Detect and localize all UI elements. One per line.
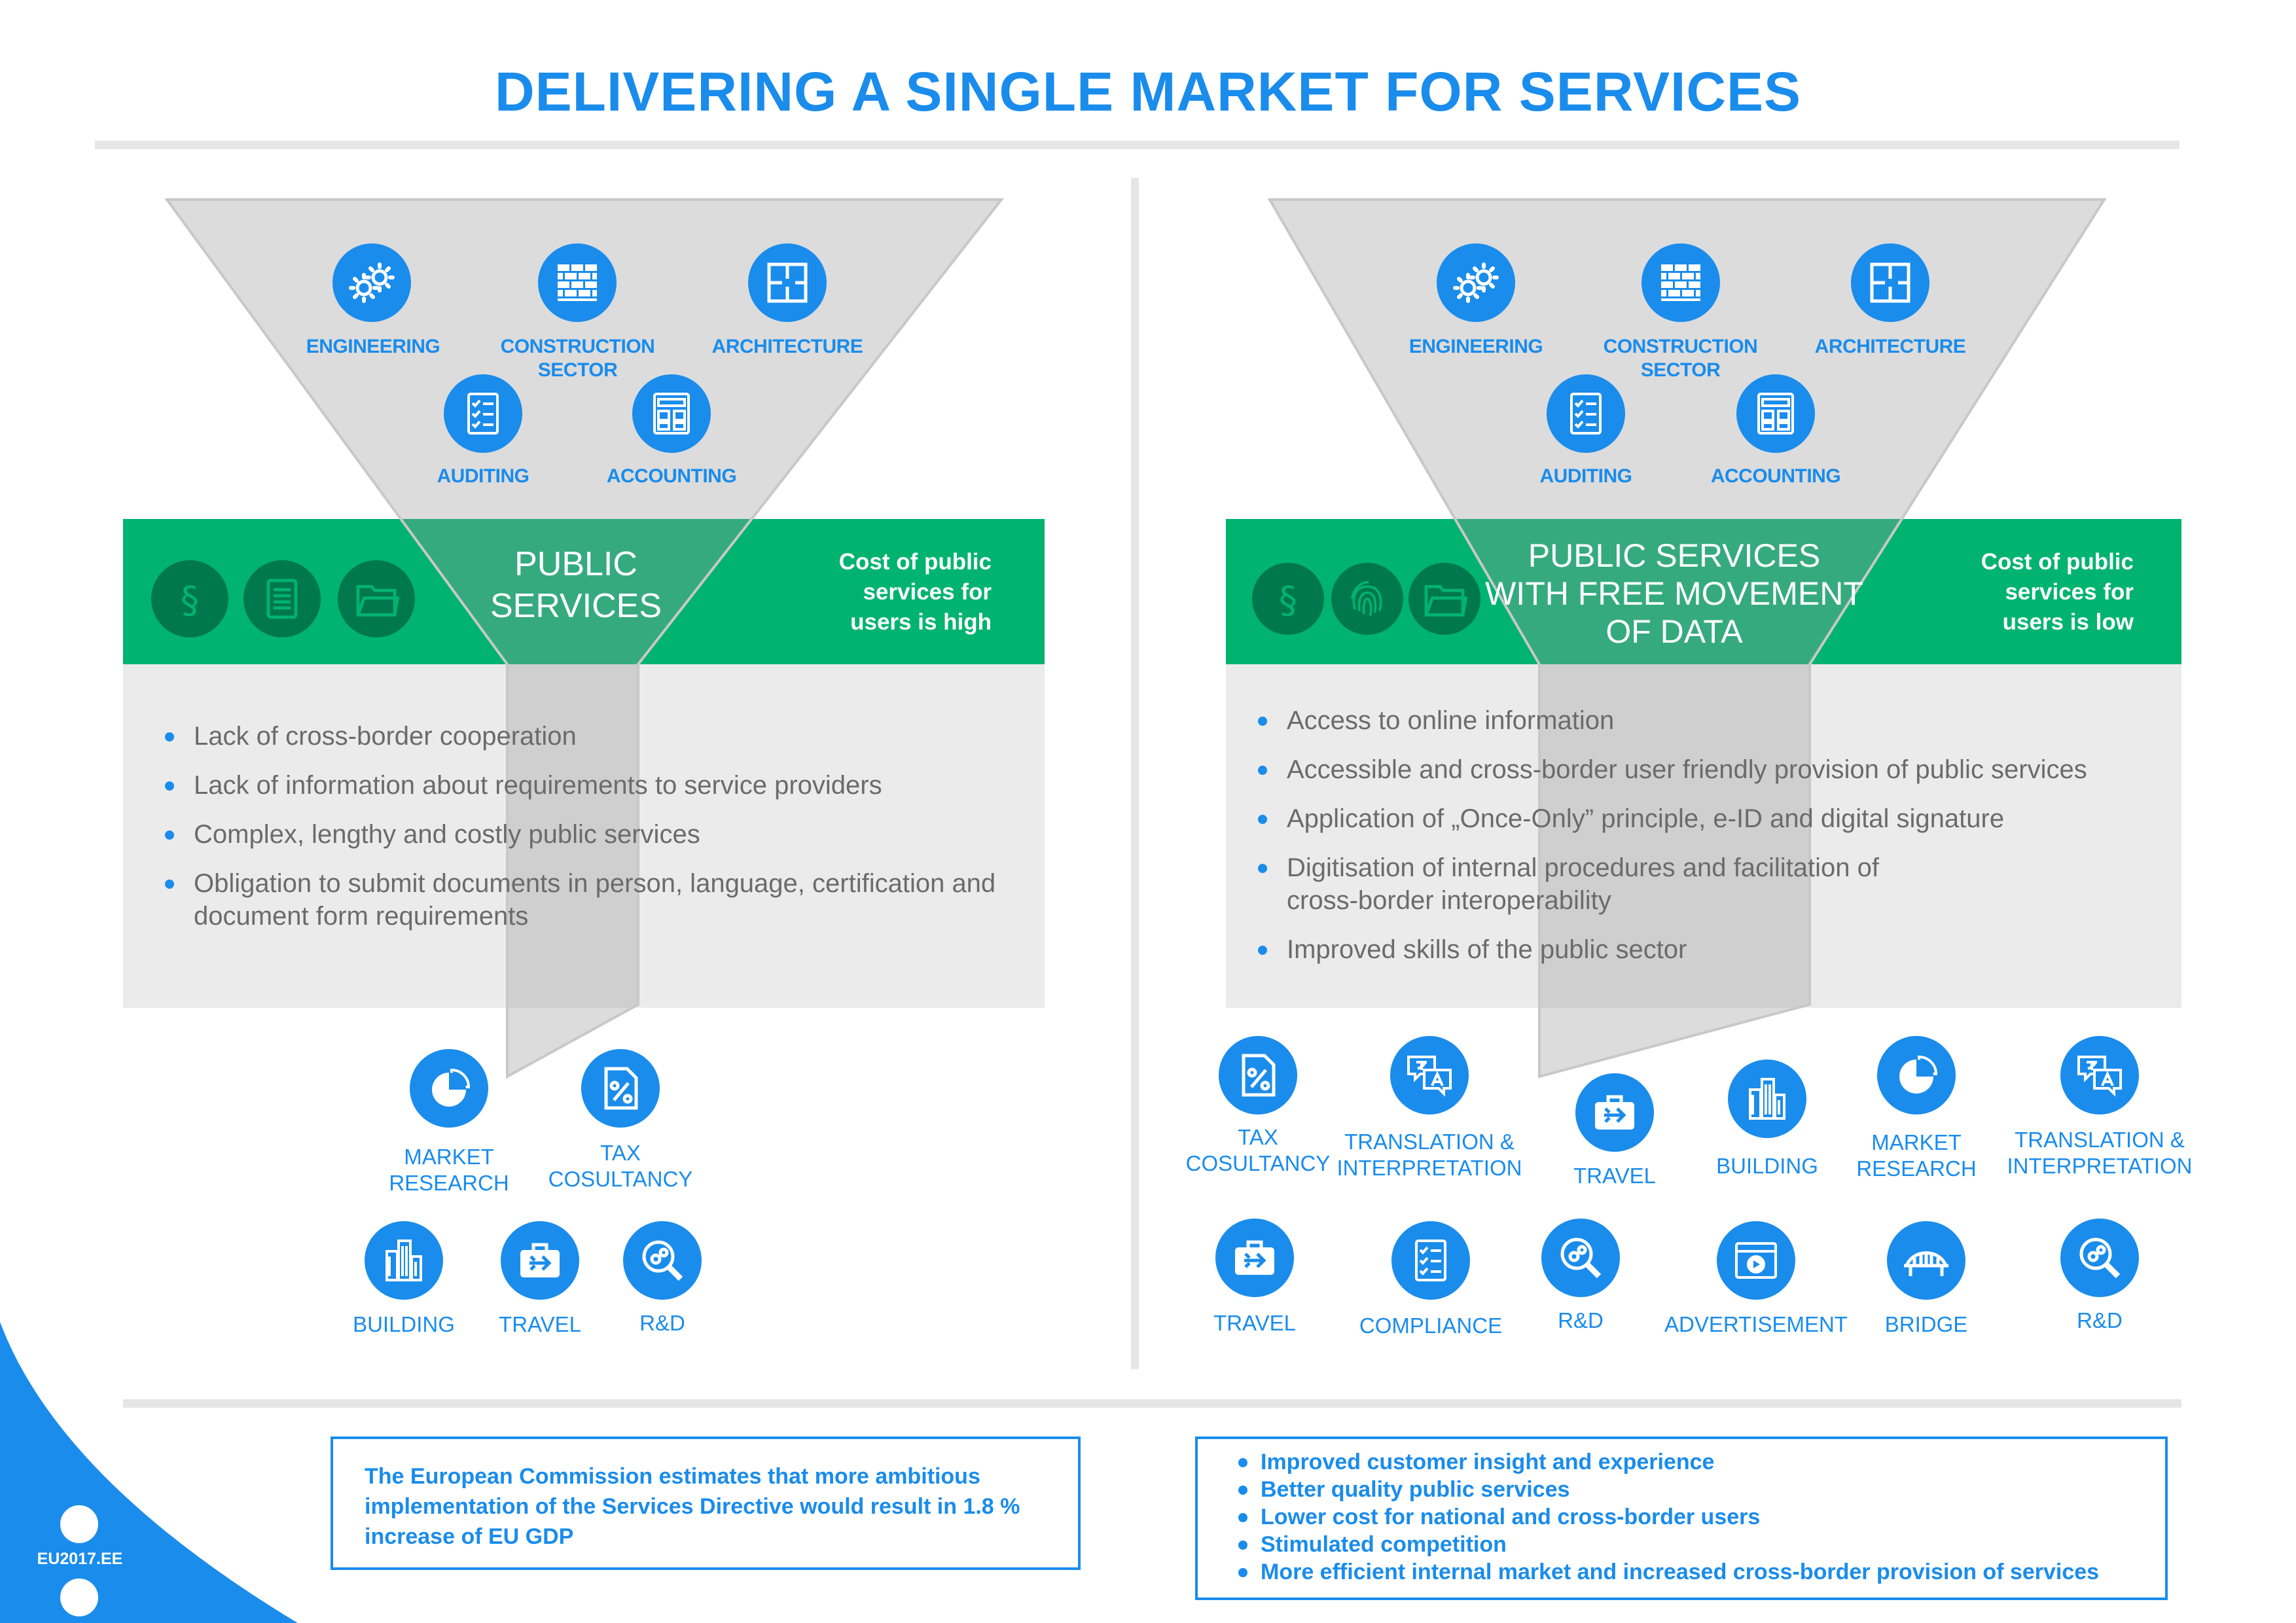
list-item: More efficient internal market and incre… — [1234, 1558, 2152, 1586]
travel-suitcase-icon — [1215, 1219, 1294, 1297]
magnifier-gear-icon — [1541, 1219, 1620, 1297]
travel-suitcase-icon — [501, 1221, 579, 1300]
market-research-label: MARKET RESEARCH — [1856, 1130, 1977, 1181]
travel-label: TRAVEL — [1213, 1311, 1296, 1335]
list-item: Improved customer insight and experience — [1234, 1448, 2152, 1476]
travel-suitcase-icon — [1575, 1073, 1654, 1152]
page-title: DELIVERING A SINGLE MARKET FOR SERVICES — [494, 61, 1802, 122]
paragraph-icon — [1252, 563, 1324, 635]
engineering-label: ENGINEERING — [1408, 336, 1543, 357]
list-item: Application of „Once-Only” principle, e-… — [1258, 802, 2161, 835]
advertisement-label: ADVERTISEMENT — [1664, 1312, 1848, 1336]
auditing-label: AUDITING — [1539, 465, 1633, 487]
floor-plan-icon — [1851, 243, 1929, 322]
title-divider — [95, 141, 2179, 149]
engineering-label: ENGINEERING — [306, 336, 440, 357]
pie-chart-icon — [1877, 1036, 1956, 1115]
pie-chart-icon — [410, 1049, 488, 1128]
list-item: Accessible and cross-border user friendl… — [1258, 753, 2161, 786]
auditing-label: AUDITING — [437, 465, 530, 487]
travel-label: TRAVEL — [499, 1312, 581, 1336]
outcomes-list: Improved customer insight and experience… — [1234, 1448, 2152, 1586]
building-label: BUILDING — [1716, 1154, 1818, 1178]
magnifier-gear-icon — [623, 1221, 702, 1300]
right-benefits-list: Access to online information Accessible … — [1258, 704, 2161, 982]
list-item: Better quality public services — [1234, 1476, 2152, 1503]
right-cost-note: Cost of public services for users is low — [1981, 549, 2134, 635]
tax-percent-icon — [581, 1049, 660, 1128]
list-item: Stimulated competition — [1234, 1531, 2152, 1558]
market-research-label: MARKET RESEARCH — [389, 1145, 509, 1195]
list-item: Lower cost for national and cross-border… — [1234, 1503, 2152, 1531]
translation-label: TRANSLATION & INTERPRETATION — [1336, 1130, 1522, 1180]
gdp-estimate-text: The European Commission estimates that m… — [365, 1464, 1020, 1549]
gdp-estimate-box: The European Commission estimates that m… — [331, 1436, 1081, 1570]
rd-label: R&D — [2077, 1308, 2123, 1332]
right-public-services-label: PUBLIC SERVICES WITH FREE MOVEMENT OF DA… — [1485, 537, 1863, 650]
building-icon — [365, 1221, 443, 1300]
gears-icon — [1437, 243, 1515, 322]
list-item: Complex, lengthy and costly public servi… — [165, 818, 1016, 851]
list-item: Obligation to submit documents in person… — [165, 867, 1016, 933]
architecture-label: ARCHITECTURE — [1814, 336, 1966, 357]
magnifier-gear-icon — [2060, 1219, 2139, 1297]
checklist-icon — [444, 374, 522, 453]
floor-plan-icon — [748, 243, 827, 322]
paragraph-icon — [151, 560, 228, 637]
construction-sector-label: CONSTRUCTION SECTOR — [1603, 336, 1758, 381]
logo-text: EU2017.EE — [37, 1550, 123, 1568]
construction-sector-label: CONSTRUCTION SECTOR — [500, 336, 655, 381]
translation-label: TRANSLATION & INTERPRETATION — [2007, 1128, 2193, 1178]
list-item: Digitisation of internal procedures and … — [1258, 851, 1952, 917]
rd-label: R&D — [1558, 1308, 1604, 1332]
list-item: Improved skills of the public sector — [1258, 933, 2161, 966]
left-public-services-label: PUBLIC SERVICES — [490, 545, 662, 625]
rd-label: R&D — [639, 1311, 685, 1335]
outcomes-box: Improved customer insight and experience… — [1195, 1436, 2168, 1600]
calculator-icon — [632, 374, 711, 453]
list-item: Access to online information — [1258, 704, 2161, 737]
brick-wall-icon — [1641, 243, 1720, 322]
architecture-label: ARCHITECTURE — [711, 336, 863, 357]
gears-icon — [332, 243, 411, 322]
folder-icon — [1408, 563, 1480, 635]
tax-consultancy-label: TAX COSULTANCY — [1185, 1125, 1331, 1175]
center-divider — [1131, 178, 1139, 1369]
accounting-label: ACCOUNTING — [606, 465, 737, 487]
accounting-label: ACCOUNTING — [1710, 465, 1841, 487]
brick-wall-icon — [538, 243, 617, 322]
checklist-icon — [1391, 1221, 1470, 1300]
left-cost-note: Cost of public services for users is hig… — [838, 549, 992, 635]
compliance-label: COMPLIANCE — [1359, 1313, 1503, 1338]
logo-dot-bottom — [60, 1578, 98, 1616]
calculator-icon — [1736, 374, 1815, 453]
folder-icon — [338, 560, 415, 637]
video-window-icon — [1717, 1221, 1795, 1300]
list-item: Lack of information about requirements t… — [165, 769, 1016, 802]
translation-icon — [1390, 1036, 1469, 1115]
logo-dot-top — [60, 1505, 98, 1543]
document-icon — [243, 560, 321, 637]
building-icon — [1728, 1060, 1806, 1138]
fingerprint-icon — [1331, 563, 1403, 635]
bridge-label: BRIDGE — [1884, 1312, 1968, 1336]
footer-divider — [123, 1399, 2181, 1408]
translation-icon — [2060, 1036, 2139, 1115]
corner-triangle — [0, 1322, 298, 1623]
bridge-icon — [1887, 1221, 1965, 1300]
tax-percent-icon — [1219, 1036, 1297, 1115]
left-issues-list: Lack of cross-border cooperation Lack of… — [165, 720, 1016, 949]
travel-label: TRAVEL — [1573, 1164, 1656, 1188]
tax-consultancy-label: TAX COSULTANCY — [548, 1141, 693, 1191]
building-label: BUILDING — [353, 1312, 455, 1336]
checklist-icon — [1547, 374, 1625, 453]
list-item: Lack of cross-border cooperation — [165, 720, 1016, 753]
